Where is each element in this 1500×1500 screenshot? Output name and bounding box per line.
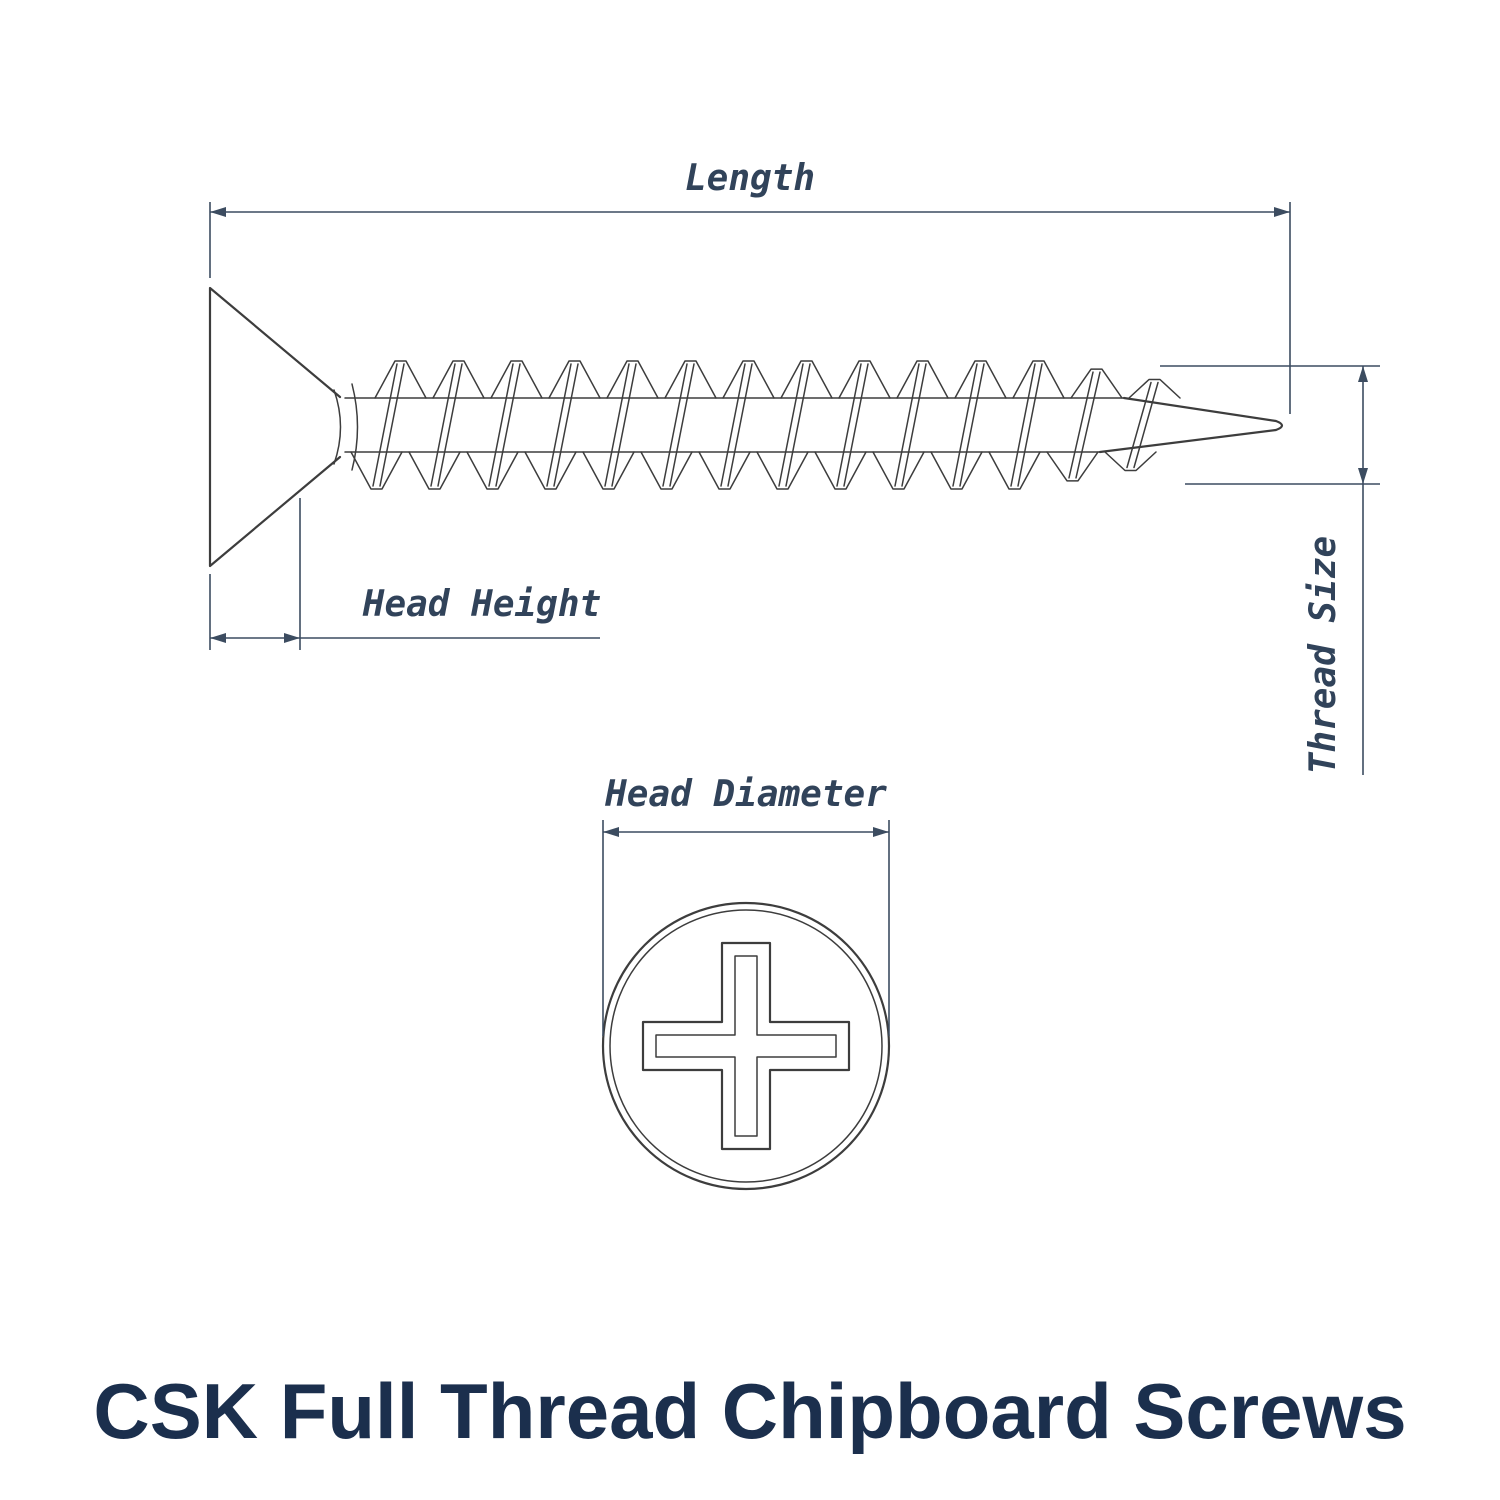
head-height-arrow-right: [284, 633, 300, 643]
screw-head-top-view: [601, 901, 891, 1191]
page-title: CSK Full Thread Chipboard Screws: [93, 1367, 1406, 1455]
screw-head-outline: [208, 286, 342, 568]
head-diameter-arrow-left: [603, 827, 619, 837]
length-arrow-right: [1274, 207, 1290, 217]
head-height-label: Head Height: [362, 584, 601, 625]
thread-size-arrow-down: [1358, 468, 1368, 484]
phillips-cross-outer: [641, 941, 851, 1151]
screw-neck-line-2: [351, 383, 359, 471]
thread-size-arrow-up: [1358, 366, 1368, 382]
screw-neck-line: [333, 389, 342, 465]
thread-size-label: Thread Size: [1303, 536, 1344, 774]
length-arrow-left: [210, 207, 226, 217]
phillips-cross-inner: [655, 955, 837, 1137]
head-outer-circle: [601, 901, 891, 1191]
head-diameter-arrow-right: [873, 827, 889, 837]
head-diameter-label: Head Diameter: [604, 774, 887, 815]
dimension-head-diameter: Head Diameter: [602, 774, 890, 1036]
dimension-head-height: Head Height: [209, 498, 601, 650]
screw-side-view: [208, 286, 1284, 568]
screw-tip-outline: [1098, 396, 1284, 454]
dimension-length: Length: [209, 158, 1291, 414]
screw-threads: [350, 360, 1181, 490]
dimension-thread-size: Thread Size: [1160, 365, 1380, 775]
head-height-arrow-left: [210, 633, 226, 643]
length-label: Length: [685, 158, 815, 199]
head-inner-circle: [609, 909, 883, 1183]
